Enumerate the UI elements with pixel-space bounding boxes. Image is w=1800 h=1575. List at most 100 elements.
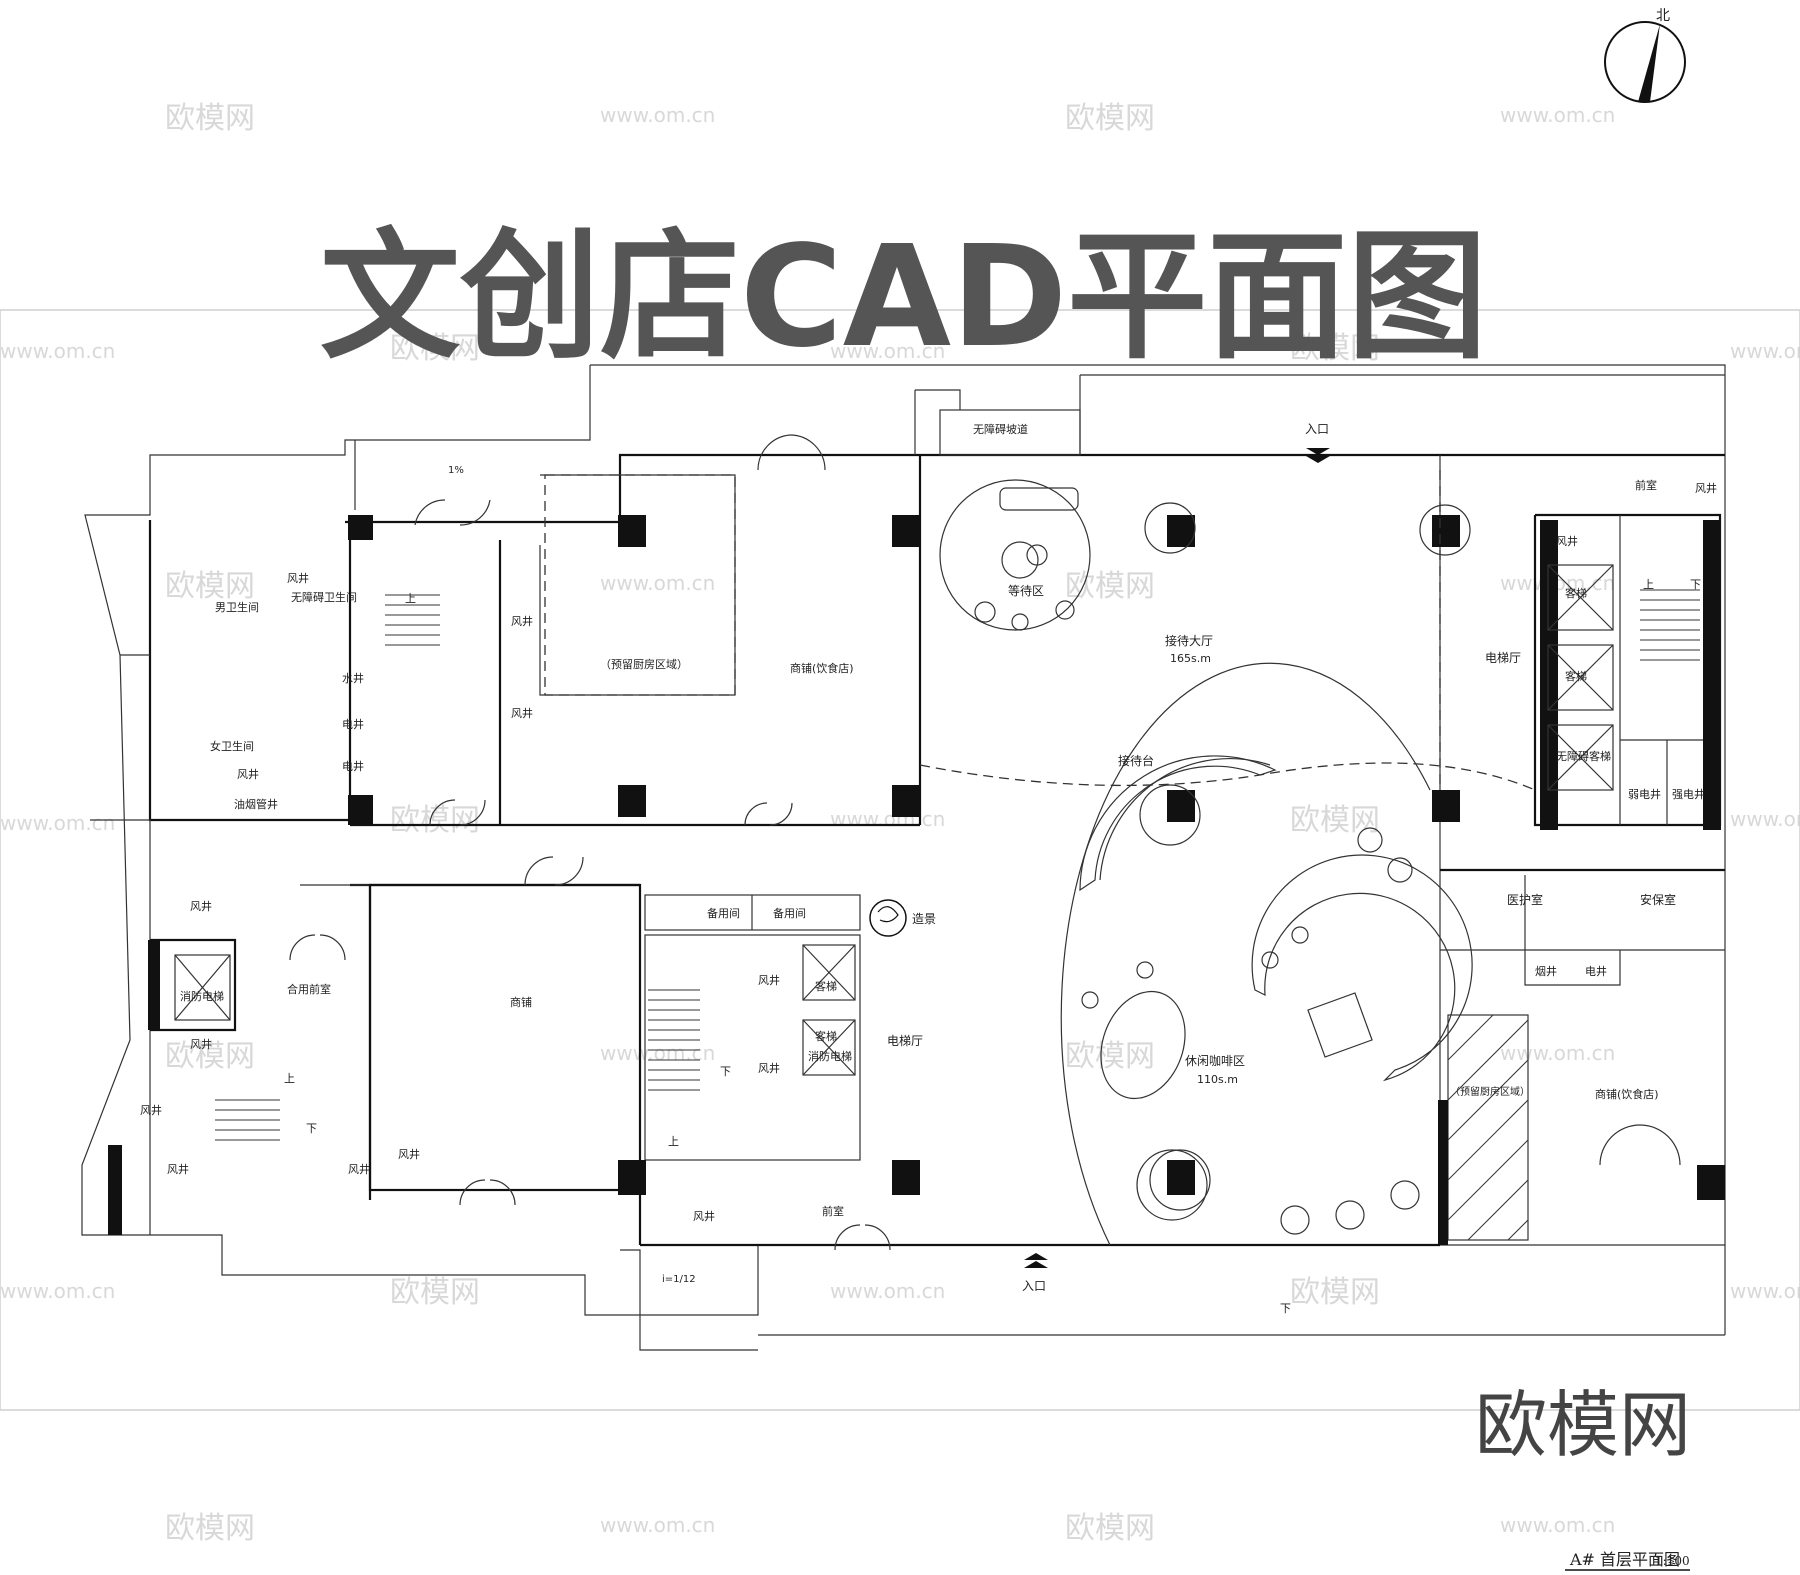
room-label: 风井 [511,614,533,628]
waiting-area-furniture [939,479,1471,1221]
room-label: 风井 [758,1061,780,1075]
room-label: 无障碍卫生间 [291,590,357,604]
watermark: 欧模网 [1290,1275,1380,1310]
watermark: www.om.cn [0,1279,115,1303]
room-label: 下 [1280,1302,1291,1315]
watermark: 欧模网 [1290,803,1380,838]
lift-shafts [174,564,1614,1076]
caption-title: A# 首层平面图 [1569,1550,1680,1569]
room-label: 合用前室 [287,982,331,996]
landscape-icon [869,899,907,937]
room-labels: 风井 男卫生间 无障碍卫生间 女卫生间 水井 电井 电井 风井 油烟管井 风井 … [140,422,1717,1315]
room-label: i=1/12 [662,1274,696,1285]
drawing-caption: A# 首层平面图 1:100 [1565,1550,1690,1571]
room-label: 烟井 [1535,964,1557,978]
brand-logo-text: 欧模网 [1475,1383,1691,1467]
room-label: 商铺(饮食店) [1595,1087,1659,1101]
room-label: 休闲咖啡区 [1185,1053,1245,1068]
room-label: 无障碍坡道 [973,422,1028,436]
room-label: 女卫生间 [210,739,254,753]
room-label: 上 [1643,578,1654,591]
room-label: 风井 [237,767,259,781]
room-label: 电梯厅 [1485,651,1521,665]
room-label: 下 [306,1122,317,1135]
room-label: 风井 [348,1162,370,1176]
room-label: 造景 [912,912,936,926]
watermark: 欧模网 [1065,1511,1155,1546]
room-label: 风井 [758,973,780,987]
room-label: 电井 [342,759,364,773]
room-label: 水井 [342,671,364,685]
room-label: 男卫生间 [215,600,259,614]
north-label: 北 [1656,8,1670,24]
room-label: 医护室 [1507,892,1543,907]
room-label: 风井 [190,1037,212,1051]
room-label: 客梯 [815,979,837,993]
page-title: 文创店CAD平面图 [320,216,1487,379]
watermark: 欧模网 [1065,101,1155,136]
stairs [215,589,1700,1141]
watermark: www.om.cn [600,571,715,595]
dashed-guides [544,470,1536,791]
room-label: 165s.m [1170,652,1211,665]
watermark: www.om.cn [830,807,945,831]
room-label: 商铺(饮食店) [790,661,854,675]
drawing-frame [0,309,1800,1411]
room-label: 前室 [1635,478,1657,492]
entrance-arrow-icon [1024,448,1330,1268]
watermark: www.om.cn [0,339,115,363]
room-label: 消防电梯 [180,989,224,1003]
building-walls [81,364,1726,1351]
room-label: 入口 [1305,422,1329,436]
room-label: 接待大厅 [1165,633,1213,648]
hatch-pattern [1447,1014,1529,1241]
watermark: 欧模网 [165,569,255,604]
room-label: 客梯 [815,1029,837,1043]
watermark: www.om.cn [1500,1041,1615,1065]
room-label: 110s.m [1197,1073,1238,1086]
room-label: 消防电梯 [808,1049,852,1063]
room-label: 风井 [1556,534,1578,548]
room-label: 接待台 [1118,753,1154,768]
watermark: www.om.cn [0,811,115,835]
room-label: 客梯 [1565,669,1587,683]
doors [289,434,1681,1251]
room-label: 下 [1690,578,1701,591]
watermark: 欧模网 [165,101,255,136]
north-arrow-icon: 北 [1604,8,1686,103]
watermark: www.om.cn [1500,1513,1615,1537]
room-label: 电井 [1585,964,1607,978]
room-label: 备用间 [707,906,740,920]
watermark: www.om.cn [830,1279,945,1303]
room-label: 1% [448,465,464,476]
watermark: 欧模网 [390,803,480,838]
watermark: 欧模网 [165,1039,255,1074]
room-label: （预留厨房区域） [600,658,688,671]
room-label: 客梯 [1565,586,1587,600]
watermark: www.om.cn [1730,339,1800,363]
room-label: 弱电井 [1628,787,1661,801]
room-label: 电梯厅 [887,1034,923,1048]
room-label: 风井 [167,1162,189,1176]
watermark: 欧模网 [165,1511,255,1546]
room-label: 上 [668,1135,679,1148]
room-label: 上 [284,1072,295,1085]
room-label: （预留厨房区域） [1450,1085,1530,1098]
room-label: 入口 [1022,1279,1046,1293]
watermark: 欧模网 [390,1275,480,1310]
room-label: 风井 [693,1209,715,1223]
watermark: www.om.cn [600,1513,715,1537]
room-label: 无障碍客梯 [1556,749,1611,763]
structural-columns [108,515,1725,1245]
curved-counters [1060,662,1473,1246]
room-label: 风井 [1695,481,1717,495]
watermark: www.om.cn [600,1041,715,1065]
room-label: 上 [405,592,416,605]
watermark: 欧模网 [1290,331,1380,366]
watermark: 欧模网 [1065,569,1155,604]
room-label: 安保室 [1640,892,1676,907]
room-label: 电井 [342,717,364,731]
room-label: 备用间 [773,906,806,920]
room-label: 风井 [140,1103,162,1117]
